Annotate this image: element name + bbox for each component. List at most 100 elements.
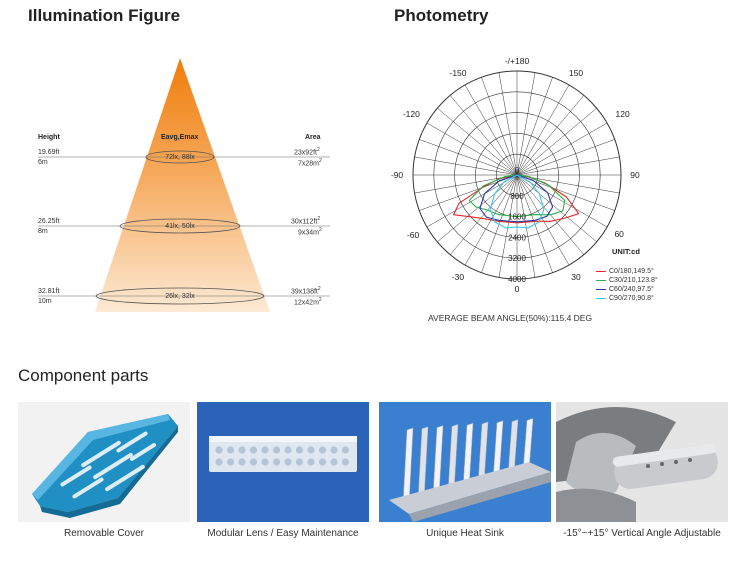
illumination-title: Illumination Figure — [28, 6, 181, 25]
illumination-cone-diagram — [38, 58, 330, 312]
polar-spoke — [449, 95, 518, 176]
legend-item: C30/210,123.8° — [596, 276, 706, 285]
polar-spoke — [449, 174, 518, 255]
polar-spoke — [516, 95, 585, 176]
area-m-10m: 12x42m2 — [294, 297, 322, 307]
polar-spoke — [516, 77, 553, 176]
angle-label: 30 — [571, 272, 581, 282]
photometric-curve — [468, 174, 566, 218]
polar-spoke — [516, 156, 620, 176]
lens-dot — [272, 446, 281, 454]
vertical-angle-image — [556, 402, 728, 522]
lux-value-8m: 41lx, 50lx — [165, 223, 195, 230]
vertical-angle-caption: -15°~+15° Vertical Angle Adjustable — [563, 528, 721, 539]
lens-dot — [238, 446, 246, 454]
angle-label: 0 — [515, 284, 520, 294]
polar-spoke — [481, 77, 518, 176]
beam-angle-label: AVERAGE BEAM ANGLE(50%):115.4 DEG — [428, 313, 593, 323]
lux-value-6m: 72lx, 88lx — [165, 154, 195, 161]
eavg-column-header: Eavg,Emax — [161, 134, 199, 141]
radial-label: 4000 — [508, 275, 526, 284]
illumination-ellipse-10m — [95, 287, 265, 305]
lens-dot — [341, 446, 350, 454]
lens-dot — [341, 458, 350, 466]
angle-label: 120 — [616, 109, 630, 119]
lens-dot — [284, 446, 292, 454]
polar-spoke — [516, 174, 536, 278]
polar-spoke — [437, 174, 518, 243]
legend-label: C0/180,149.5° — [609, 268, 654, 275]
lens-dot — [261, 446, 269, 454]
lens-dot — [249, 446, 258, 454]
polar-spoke — [437, 107, 518, 176]
angle-label: -30 — [452, 272, 465, 282]
unit-label: UNIT:cd — [612, 247, 640, 256]
lens-dot — [307, 446, 315, 454]
lens-dot — [261, 458, 269, 466]
lens-dot — [284, 458, 292, 466]
lens-dot — [318, 446, 327, 454]
legend-item: C60/240,97.5° — [596, 285, 706, 294]
lens-dot — [215, 458, 223, 466]
area-m-6m: 7x28m2 — [298, 158, 322, 168]
polar-spoke — [516, 72, 536, 176]
polar-spoke — [414, 174, 518, 194]
photometric-curve — [452, 174, 580, 224]
lens-dot — [307, 458, 315, 466]
illumination-ellipse-6m — [145, 150, 215, 164]
lens-dot — [226, 458, 235, 466]
height-ft-8m: 26.25ft — [38, 218, 60, 225]
radial-label: 800 — [510, 192, 524, 201]
lens-dot — [215, 446, 223, 454]
lens-dot — [330, 446, 338, 454]
polar-spoke — [498, 72, 518, 176]
polar-spoke — [426, 122, 518, 176]
lens-dot — [330, 458, 338, 466]
height-column-header: Height — [38, 134, 60, 141]
legend-swatch — [596, 298, 606, 299]
radial-label: 1600 — [508, 213, 526, 222]
height-ft-10m: 32.81ft — [38, 288, 60, 295]
lux-value-10m: 26lx, 32lx — [165, 293, 195, 300]
heat-sink-image — [379, 402, 551, 522]
legend-label: C30/210,123.8° — [609, 277, 658, 284]
modular-lens-image — [197, 402, 369, 522]
legend-swatch — [596, 289, 606, 290]
height-ft-6m: 19.69ft — [38, 149, 60, 156]
angle-label: -120 — [403, 109, 420, 119]
radial-label: 3200 — [508, 254, 526, 263]
removable-cover-image — [18, 402, 190, 522]
photometry-legend: C0/180,149.5° C30/210,123.8° C60/240,97.5°… — [596, 267, 706, 303]
height-m-6m: 6m — [38, 159, 48, 166]
legend-item: C0/180,149.5° — [596, 267, 706, 276]
photometry-title: Photometry — [394, 6, 489, 25]
angle-label: -150 — [449, 68, 466, 78]
lens-dot — [295, 458, 304, 466]
polar-spoke — [419, 174, 518, 211]
lens-dot — [226, 446, 235, 454]
angle-label: 60 — [614, 229, 624, 239]
legend-label: C60/240,97.5° — [609, 286, 654, 293]
lens-dot — [272, 458, 281, 466]
polar-spoke — [516, 84, 570, 176]
height-m-10m: 10m — [38, 298, 52, 305]
photometric-curve — [479, 174, 554, 223]
angle-label: -/+180 — [505, 56, 530, 66]
radial-label: 2400 — [508, 233, 526, 242]
legend-item: C90/270,90.8° — [596, 294, 706, 303]
removable-cover-caption: Removable Cover — [63, 528, 145, 539]
legend-swatch — [596, 280, 606, 281]
radial-label: 0 — [515, 166, 520, 175]
polar-spoke — [516, 122, 608, 176]
angle-label: -60 — [407, 230, 420, 240]
angle-label: 150 — [569, 68, 583, 78]
light-cone — [95, 58, 270, 312]
polar-spoke — [516, 107, 597, 176]
polar-curves — [452, 174, 580, 229]
lens-dot — [238, 458, 246, 466]
photometric-curve — [489, 174, 545, 229]
heat-sink-caption: Unique Heat Sink — [426, 528, 504, 539]
modular-lens-caption: Modular Lens / Easy Maintenance — [207, 528, 359, 539]
